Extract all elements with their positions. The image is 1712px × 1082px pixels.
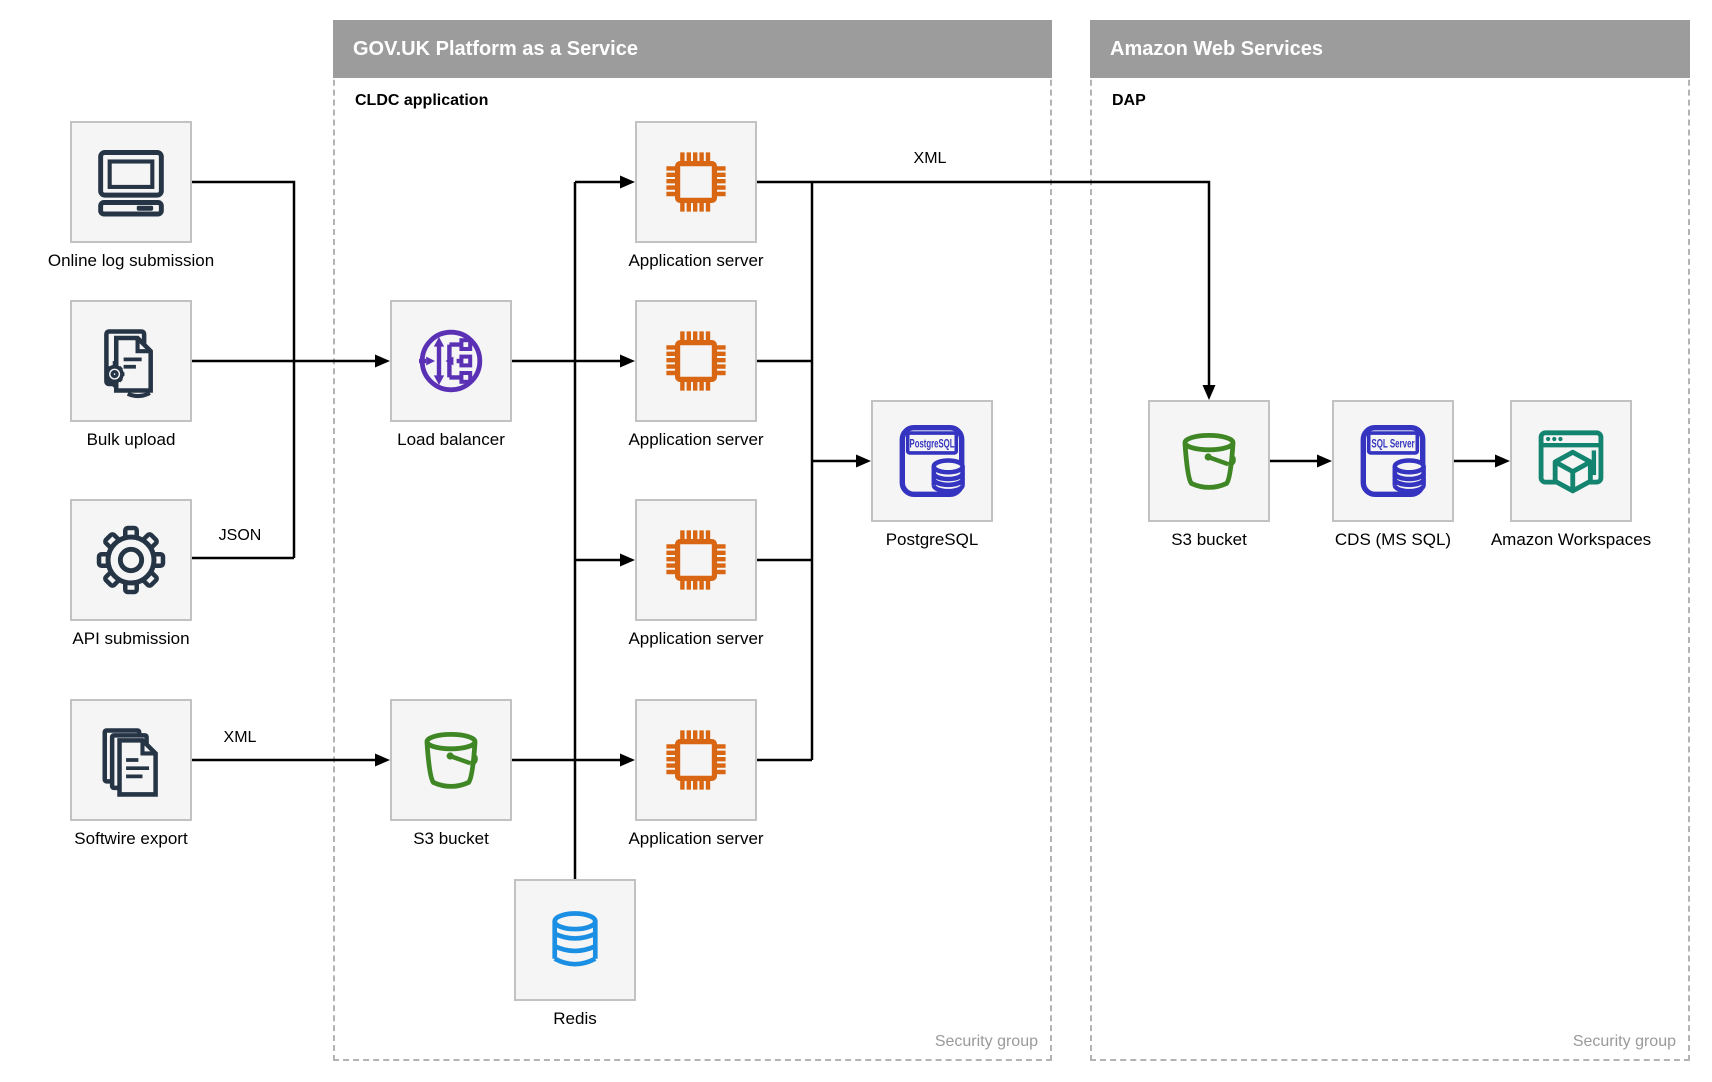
desktop-computer-icon xyxy=(98,150,164,217)
node-amazon-workspaces xyxy=(1510,400,1632,522)
aws-header: Amazon Web Services xyxy=(1090,20,1690,78)
chip-icon xyxy=(666,331,726,391)
dap-label: DAP xyxy=(1112,92,1146,109)
sql-server-icon-text: SQL Server xyxy=(1371,438,1414,451)
document-gear-icon xyxy=(104,329,153,399)
node-bulk-upload xyxy=(70,300,192,422)
chip-icon xyxy=(666,730,726,790)
s3-bucket-icon xyxy=(424,732,478,789)
node-label: Application server xyxy=(628,629,764,648)
node-label: Redis xyxy=(553,1009,597,1028)
node-application-server-1 xyxy=(635,121,757,243)
chip-icon xyxy=(666,152,726,212)
node-label: Application server xyxy=(628,430,764,449)
node-redis xyxy=(514,879,636,1001)
xml-edge-label-softwire: XML xyxy=(223,729,257,746)
small-gear xyxy=(104,361,125,388)
node-application-server-2 xyxy=(635,300,757,422)
node-cds-ms-sql: SQL Server xyxy=(1332,400,1454,522)
node-postgresql: PostgreSQL xyxy=(871,400,993,522)
node-softwire-export xyxy=(70,699,192,821)
govuk-paas-header: GOV.UK Platform as a Service xyxy=(333,20,1052,78)
govuk-paas-container: GOV.UK Platform as a Service CLDC applic… xyxy=(333,20,1052,1061)
load-balancer-icon xyxy=(419,329,483,393)
node-api-submission xyxy=(70,499,192,621)
json-edge-label: JSON xyxy=(218,527,262,544)
browser-cube-icon xyxy=(1538,430,1604,494)
node-label: S3 bucket xyxy=(413,829,489,848)
node-online-log-submission xyxy=(70,121,192,243)
documents-stack-icon xyxy=(102,728,158,797)
node-label: Application server xyxy=(628,829,764,848)
cldc-application-label: CLDC application xyxy=(355,92,489,109)
node-label: Load balancer xyxy=(397,430,505,449)
node-label: PostgreSQL xyxy=(885,530,979,549)
node-label: API submission xyxy=(72,629,190,648)
postgresql-icon-text: PostgreSQL xyxy=(910,438,955,451)
aws-container: Amazon Web Services DAP Security group xyxy=(1090,20,1690,1061)
edge-sources-trunk xyxy=(192,180,296,560)
node-label: Softwire export xyxy=(74,829,188,848)
chip-icon xyxy=(666,530,726,590)
govuk-security-group-label: Security group xyxy=(934,1033,1038,1050)
database-cylinder-icon xyxy=(552,911,598,967)
node-label: Amazon Workspaces xyxy=(1490,530,1652,549)
node-load-balancer xyxy=(390,300,512,422)
xml-edge-label-app: XML xyxy=(913,150,947,167)
node-s3-bucket-paas xyxy=(390,699,512,821)
sql-server-database-icon: SQL Server xyxy=(1360,425,1426,497)
s3-bucket-icon xyxy=(1182,433,1236,490)
node-label: S3 bucket xyxy=(1171,530,1247,549)
node-s3-bucket-aws xyxy=(1148,400,1270,522)
postgresql-database-icon: PostgreSQL xyxy=(899,425,965,497)
aws-security-group-label: Security group xyxy=(1572,1033,1676,1050)
node-application-server-3 xyxy=(635,499,757,621)
node-label: Online log submission xyxy=(47,251,215,270)
node-label: CDS (MS SQL) xyxy=(1334,530,1452,549)
node-application-server-4 xyxy=(635,699,757,821)
gear-icon xyxy=(96,525,166,595)
node-label: Application server xyxy=(628,251,764,270)
node-label: Bulk upload xyxy=(86,430,176,449)
